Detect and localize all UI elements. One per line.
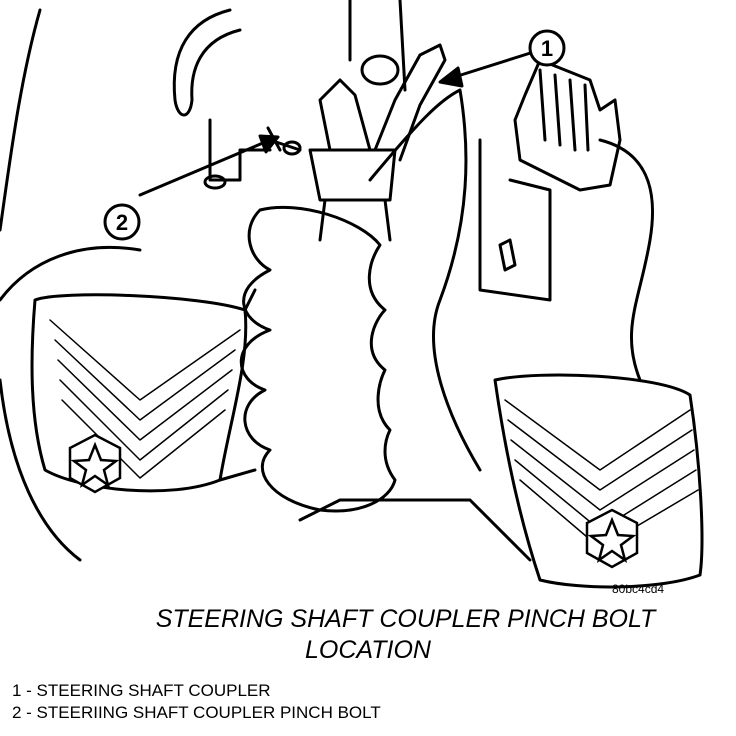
bracket-bolt <box>203 174 227 190</box>
figure-caption: STEERING SHAFT COUPLER PINCH BOLT LOCATI… <box>0 604 736 666</box>
floor-edge <box>0 378 532 562</box>
callout-label-2: 2 <box>116 210 128 235</box>
right-pedal-pad <box>493 373 704 589</box>
steering-column <box>348 0 407 92</box>
legend-item: 2 - STEERIING SHAFT COUPLER PINCH BOLT <box>12 703 381 722</box>
connector-ribs <box>538 68 590 152</box>
legend-item: 1 - STEERING SHAFT COUPLER <box>12 681 271 700</box>
leader-arrow-1 <box>438 66 464 88</box>
caption-line-1: STEERING SHAFT COUPLER PINCH BOLT <box>155 605 656 633</box>
left-pedal-chevrons <box>49 319 241 479</box>
legend: 1 - STEERING SHAFT COUPLER 2 - STEERIING… <box>12 680 381 724</box>
coupler-yoke <box>318 43 447 162</box>
leader-arrow-2 <box>258 134 280 154</box>
right-bracket <box>478 138 552 302</box>
leader-line-2 <box>138 138 272 197</box>
figure-code: 80bc4cd4 <box>612 582 665 596</box>
callout-label-1: 1 <box>541 36 553 61</box>
steering-shaft-illustration: 1 2 <box>0 0 704 589</box>
column-cover <box>368 88 482 472</box>
wire-harness <box>598 138 655 382</box>
left-pedal-pad <box>30 293 248 493</box>
left-pedal-arm <box>218 288 257 482</box>
connector <box>513 58 622 192</box>
right-pedal-chevrons <box>504 399 699 549</box>
shaft <box>318 198 392 242</box>
support-bracket <box>208 118 272 182</box>
dash-panel-curve <box>0 245 142 302</box>
callout-circle-2 <box>103 203 141 241</box>
column-end <box>360 54 400 86</box>
stud <box>498 238 517 272</box>
cable-hook <box>172 8 242 117</box>
callout-circle-1 <box>528 29 566 67</box>
caption-line-2: LOCATION <box>305 636 431 664</box>
pinch-bolt-head <box>282 140 302 156</box>
right-pedal-emblem <box>585 508 639 569</box>
left-pedal-emblem <box>68 433 122 494</box>
steering-boot <box>239 205 397 513</box>
coupler-body <box>308 148 397 202</box>
dash-panel-edge <box>0 8 42 232</box>
